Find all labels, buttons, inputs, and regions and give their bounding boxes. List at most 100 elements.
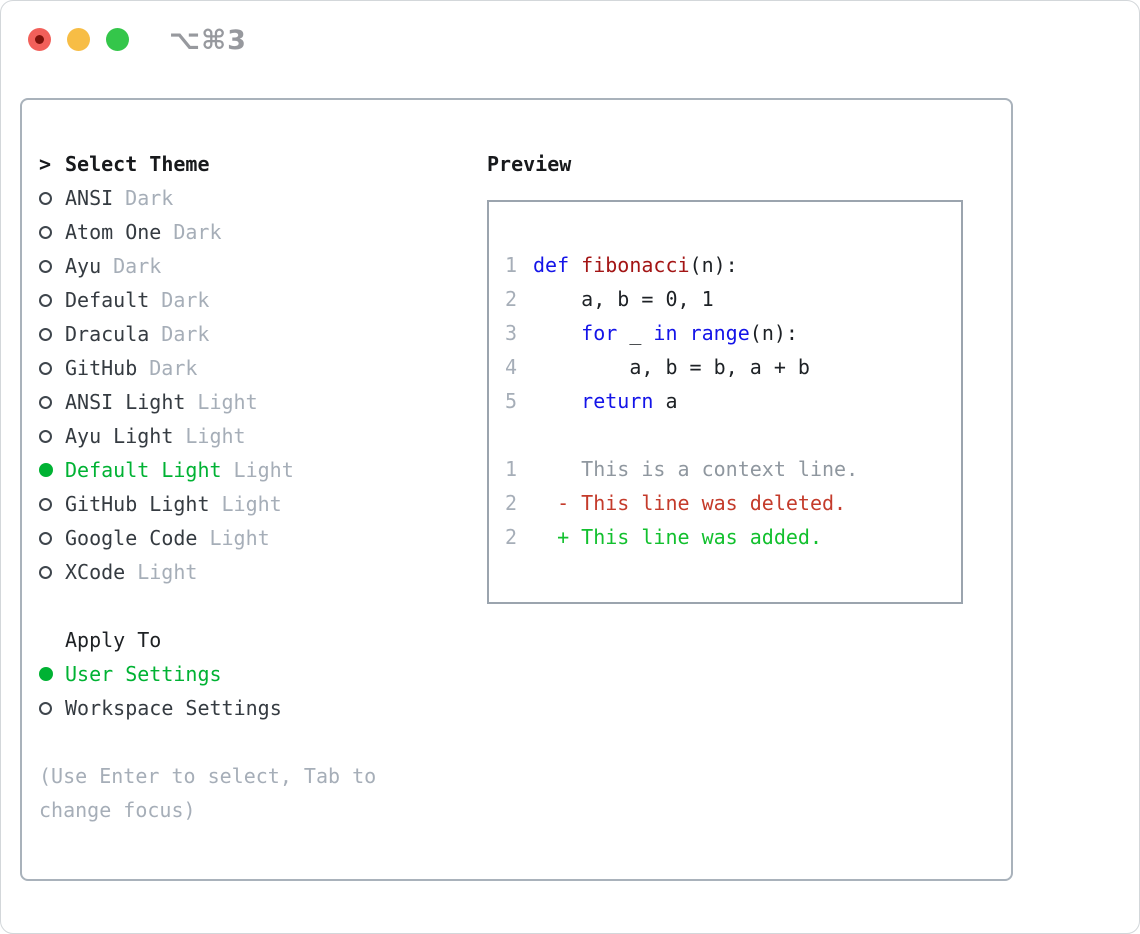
theme-name: GitHub Light [65, 492, 210, 516]
theme-name: GitHub [65, 356, 138, 380]
theme-name: XCode [65, 560, 126, 584]
theme-variant: Dark [149, 356, 198, 380]
code-token [533, 389, 581, 413]
radio-icon [39, 191, 52, 205]
theme-item[interactable]: XCode Light [39, 555, 487, 589]
window-title: ⌥⌘3 [169, 25, 247, 56]
apply-option[interactable]: User Settings [39, 657, 487, 691]
code-token [678, 321, 690, 345]
radio-icon [39, 701, 52, 715]
theme-item[interactable]: Ayu Light Light [39, 419, 487, 453]
theme-list-header-row: > Select Theme [39, 147, 487, 181]
zoom-button[interactable] [106, 28, 129, 51]
diff-line: 2 + This line was added. [505, 520, 953, 554]
footer-hint: (Use Enter to select, Tab to change focu… [39, 764, 377, 822]
theme-name: Default Light [65, 458, 222, 482]
code-token: a, b = b, a + b [533, 355, 810, 379]
apply-option-label: User Settings [65, 662, 222, 686]
spacer [39, 725, 487, 759]
theme-name: Atom One [65, 220, 162, 244]
diff-content: This is a context line. [533, 457, 859, 481]
radio-icon [39, 259, 52, 273]
line-number: 3 [505, 321, 518, 345]
diff-content: - This line was deleted. [533, 491, 847, 515]
spacer [39, 589, 487, 623]
close-button[interactable] [28, 28, 51, 51]
code-token [533, 321, 581, 345]
theme-variant: Dark [173, 220, 222, 244]
theme-name: Ayu Light [65, 424, 174, 448]
code-line: 4 a, b = b, a + b [505, 350, 953, 384]
theme-variant: Dark [161, 322, 210, 346]
line-number: 1 [505, 457, 518, 481]
code-token: (n): [689, 253, 738, 277]
apply-option-label: Workspace Settings [65, 696, 282, 720]
radio-selected-icon [39, 667, 53, 681]
radio-icon [39, 225, 52, 239]
code-line: 5 return a [505, 384, 953, 418]
radio-icon [39, 327, 52, 341]
code-token [569, 253, 581, 277]
preview-diff: 1 This is a context line. 2 - This line w… [505, 452, 953, 554]
radio-selected-icon [39, 463, 53, 477]
code-token: def [533, 253, 570, 277]
theme-variant: Light [185, 424, 246, 448]
apply-to-title: Apply To [65, 628, 162, 652]
theme-name: Default [65, 288, 150, 312]
line-number: 2 [505, 525, 518, 549]
code-token: for [581, 321, 618, 345]
code-line: 1 def fibonacci(n): [505, 248, 953, 282]
code-content: a, b = 0, 1 [533, 287, 714, 311]
theme-variant: Light [197, 390, 258, 414]
preview-blank-line [505, 418, 953, 452]
close-button-dot-icon [35, 35, 44, 44]
code-token: return [581, 389, 654, 413]
code-content: for _ in range(n): [533, 321, 798, 345]
theme-item[interactable]: Default Light Light [39, 453, 487, 487]
theme-variant: Dark [113, 254, 162, 278]
line-number: 2 [505, 491, 518, 515]
code-token: a, b = 0, 1 [533, 287, 714, 311]
theme-name: ANSI Light [65, 390, 186, 414]
code-token: in [653, 321, 678, 345]
theme-variant: Light [233, 458, 294, 482]
radio-icon [39, 565, 52, 579]
code-token: range [689, 321, 750, 345]
code-content: a, b = b, a + b [533, 355, 810, 379]
radio-icon [39, 361, 52, 375]
theme-item[interactable]: Dracula Dark [39, 317, 487, 351]
theme-item[interactable]: ANSI Light Light [39, 385, 487, 419]
code-line: 3 for _ in range(n): [505, 316, 953, 350]
theme-item[interactable]: Ayu Dark [39, 249, 487, 283]
theme-list-title: Select Theme [65, 152, 210, 176]
theme-variant: Dark [125, 186, 174, 210]
radio-icon [39, 497, 52, 511]
radio-icon [39, 293, 52, 307]
theme-item[interactable]: GitHub Dark [39, 351, 487, 385]
apply-option[interactable]: Workspace Settings [39, 691, 487, 725]
line-number: 2 [505, 287, 518, 311]
preview-code: 1 def fibonacci(n): 2 a, b = 0, 1 3 for _ i… [505, 248, 953, 418]
theme-name: Dracula [65, 322, 150, 346]
diff-content: + This line was added. [533, 525, 822, 549]
radio-icon [39, 395, 52, 409]
minimize-button[interactable] [67, 28, 90, 51]
theme-variant: Light [209, 526, 270, 550]
cursor-icon: > [39, 152, 52, 176]
radio-icon [39, 429, 52, 443]
theme-variant: Light [137, 560, 198, 584]
code-content: def fibonacci(n): [533, 253, 738, 277]
theme-item[interactable]: Atom One Dark [39, 215, 487, 249]
code-content: return a [533, 389, 677, 413]
theme-name: Ayu [65, 254, 102, 278]
line-number: 1 [505, 253, 518, 277]
